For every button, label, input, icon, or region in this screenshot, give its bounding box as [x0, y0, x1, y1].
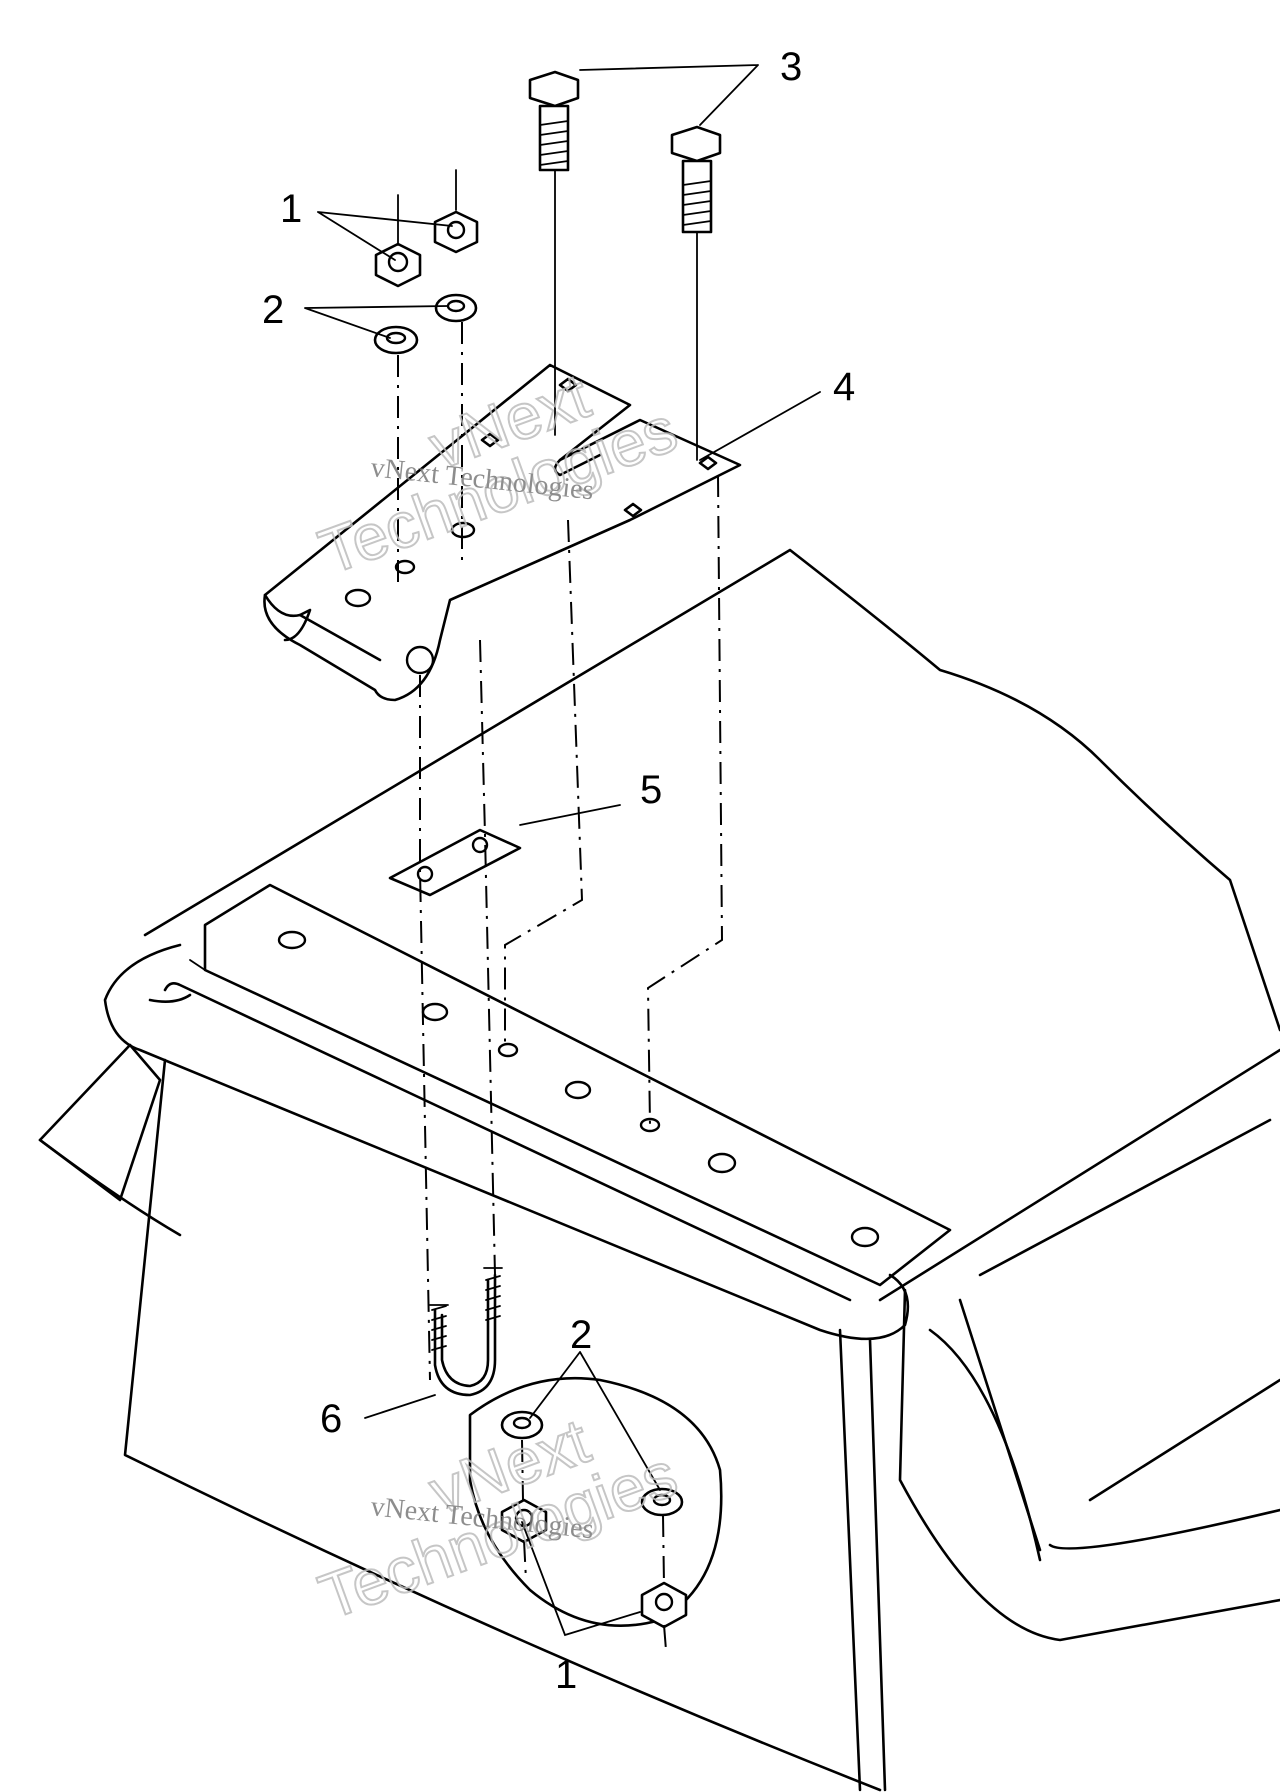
leader-lines — [304, 64, 821, 1637]
inset-detail-bottom — [468, 1376, 723, 1629]
callout-6: 6 — [320, 1397, 342, 1441]
mounting-plate — [189, 883, 952, 1287]
callout-2-top: 2 — [262, 288, 284, 332]
nuts-washers-top — [373, 210, 479, 355]
callout-4: 4 — [833, 365, 855, 409]
callout-1-bottom: 1 — [555, 1653, 577, 1697]
callout-labels: 1 2 3 4 5 6 2 1 — [262, 45, 855, 1697]
chassis-body — [38, 548, 1280, 1792]
assembly-center-lines — [397, 169, 724, 1651]
bracket-part-4 — [263, 363, 742, 702]
rail-frame — [103, 943, 910, 1341]
u-bolt-part-6 — [429, 1267, 503, 1397]
callout-2-bottom: 2 — [570, 1313, 592, 1357]
plate-part-5 — [388, 828, 522, 897]
callout-3: 3 — [780, 45, 802, 89]
callout-5: 5 — [640, 768, 662, 812]
callout-1-top: 1 — [280, 187, 302, 231]
bolts-part-3 — [528, 70, 722, 234]
